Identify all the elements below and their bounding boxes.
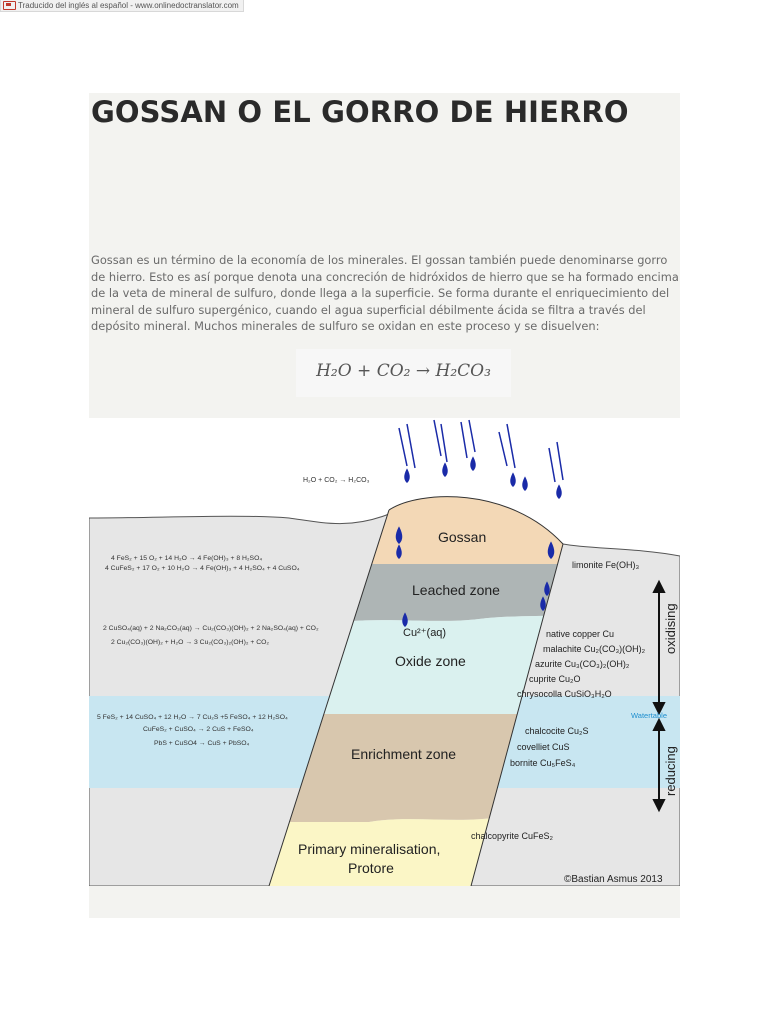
top-equation: H₂O + CO₂ → H₂CO₃ xyxy=(303,477,370,484)
rain-drops xyxy=(395,419,564,628)
oxide-zone-label: Oxide zone xyxy=(395,653,466,669)
chalcopyrite-label: chalcopyrite CuFeS₂ xyxy=(471,831,554,841)
oxide-equation-2: 2 Cu₂(CO₃)(OH)₂ + H₂O → 3 Cu₂(CO₃)₂(OH)₂… xyxy=(111,639,269,646)
azurite-label: azurite Cu₃(CO₃)₂(OH)₂ xyxy=(535,659,630,669)
enrichment-equation-1: 5 FeS₂ + 14 CuSO₄ + 12 H₂O → 7 Cu₂S +5 F… xyxy=(97,714,288,721)
oxide-equation-1: 2 CuSO₄(aq) + 2 Na₂CO₃(aq) → Cu₂(CO₃)(OH… xyxy=(103,625,319,632)
primary-mineralisation-label: Primary mineralisation, xyxy=(298,841,440,857)
zone-arrows xyxy=(652,579,666,813)
chalcocite-label: chalcocite Cu₂S xyxy=(525,726,589,736)
enrichment-zone-label: Enrichment zone xyxy=(351,746,456,762)
carbonic-acid-equation: H₂O + CO₂ → H₂CO₃ xyxy=(316,361,491,381)
protore-label: Protore xyxy=(348,860,394,876)
malachite-label: malachite Cu₂(CO₃)(OH)₂ xyxy=(543,644,646,654)
ore-body-outline xyxy=(268,496,564,886)
native-copper-label: native copper Cu xyxy=(546,629,614,639)
watertable-label: Watertable xyxy=(631,711,667,720)
pdf-icon xyxy=(3,1,16,10)
bornite-label: bornite Cu₅FeS₄ xyxy=(510,758,576,768)
translator-banner[interactable]: Traducido del inglés al español - www.on… xyxy=(0,0,244,12)
chrysocolla-label: chrysocolla CuSiO₃H₂O xyxy=(517,689,612,699)
article-paragraph: Gossan es un término de la economía de l… xyxy=(91,253,679,334)
gossan-diagram: H₂O + CO₂ → H₂CO₃ Gossan Leached zone Cu… xyxy=(89,418,680,886)
oxidising-label: oxidising xyxy=(663,603,678,654)
enrichment-equation-2: CuFeS₂ + CuSO₄ → 2 CuS + FeSO₄ xyxy=(143,726,254,733)
reducing-label: reducing xyxy=(663,746,678,796)
copyright-label: ©Bastian Asmus 2013 xyxy=(564,874,663,885)
cu-ion-label: Cu²⁺(aq) xyxy=(403,627,446,639)
gossan-equation-1: 4 FeS₂ + 15 O₂ + 14 H₂O → 4 Fe(OH)₃ + 8 … xyxy=(111,555,262,562)
covelliet-label: covelliet CuS xyxy=(517,742,570,752)
enrichment-equation-3: PbS + CuSO4 → CuS + PbSO₄ xyxy=(154,740,250,747)
cuprite-label: cuprite Cu₂O xyxy=(529,674,581,684)
leached-zone-label: Leached zone xyxy=(412,582,500,598)
limonite-label: limonite Fe(OH)₃ xyxy=(572,560,640,570)
gossan-label: Gossan xyxy=(438,529,486,545)
equation-box: H₂O + CO₂ → H₂CO₃ xyxy=(296,349,511,397)
gossan-equation-2: 4 CuFeS₂ + 17 O₂ + 10 H₂O → 4 Fe(OH)₃ + … xyxy=(105,565,300,572)
translator-banner-text[interactable]: Traducido del inglés al español - www.on… xyxy=(18,0,239,10)
page-title: GOSSAN O EL GORRO DE HIERRO xyxy=(91,95,629,129)
